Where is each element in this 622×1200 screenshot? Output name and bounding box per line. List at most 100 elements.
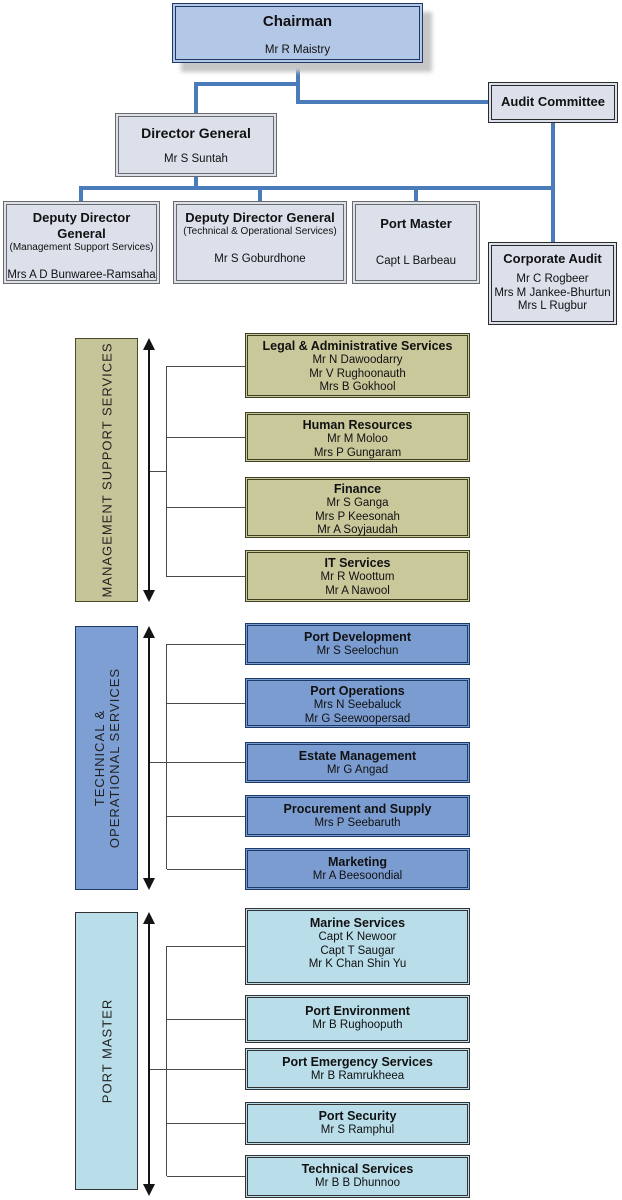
node-port-environment: Port Environment Mr B Rughooputh: [245, 995, 470, 1043]
arrow-down-icon: [143, 1184, 155, 1196]
node-port-operations: Port Operations Mrs N Seebaluck Mr G See…: [245, 678, 470, 728]
node-title: Director General: [141, 125, 251, 141]
node-title: Corporate Audit: [503, 251, 602, 266]
node-corporate-audit: Corporate Audit Mr C Rogbeer Mrs M Janke…: [488, 242, 617, 325]
node-title: Chairman: [262, 13, 333, 30]
node-marketing: Marketing Mr A Beesoondial: [245, 848, 470, 890]
node-person: Mr A Beesoondial: [312, 870, 403, 882]
section2-branch-2: [167, 762, 245, 763]
section1-branch-1: [167, 437, 245, 438]
node-human-resources: Human Resources Mr M Moloo Mrs P Gungara…: [245, 412, 470, 462]
node-title: Port Security: [318, 1109, 397, 1123]
node-title: Human Resources: [302, 418, 413, 432]
section-label-management-support-services: MANAGEMENT SUPPORT SERVICES: [75, 338, 138, 602]
node-person: Mr S Ganga: [326, 497, 389, 509]
node-title: IT Services: [324, 556, 391, 570]
connector-drop-port-master: [414, 186, 418, 201]
node-person: Mr S Seelochun: [316, 645, 399, 657]
section2-branch-4: [167, 869, 245, 870]
node-port-master: Port Master Capt L Barbeau: [352, 201, 480, 284]
node-person: Mrs M Jankee-Bhurtun: [494, 286, 611, 299]
node-person: Mr N Dawoodarry: [312, 354, 403, 366]
section-label-text: PORT MASTER: [99, 998, 114, 1104]
node-title: Procurement and Supply: [283, 802, 432, 816]
node-person: Mr R Woottum: [320, 571, 395, 583]
section-label-technical-operational-services: TECHNICAL & OPERATIONAL SERVICES: [75, 626, 138, 890]
node-title: Estate Management: [298, 749, 417, 763]
node-deputy-dg-mss: Deputy Director General (Management Supp…: [3, 201, 160, 284]
connector-chairman-audit-horizontal: [296, 100, 488, 104]
node-technical-services: Technical Services Mr B B Dhunnoo: [245, 1155, 470, 1198]
node-title: Port Operations: [310, 684, 405, 698]
node-person: Mr M Moloo: [327, 433, 388, 445]
node-title: Port Master: [380, 216, 452, 231]
section2-stub: [150, 762, 167, 763]
node-title: Technical Services: [301, 1162, 414, 1176]
arrow-up-icon: [143, 912, 155, 924]
section1-branch-0: [167, 366, 245, 367]
section1-branch-2: [167, 507, 245, 508]
section3-branch-3: [167, 1123, 245, 1124]
node-port-development: Port Development Mr S Seelochun: [245, 623, 470, 665]
node-title: Marketing: [327, 855, 388, 869]
node-person: Mr S Goburdhone: [214, 253, 306, 265]
node-subtitle: (Management Support Services): [9, 242, 154, 253]
section-label-port-master: PORT MASTER: [75, 912, 138, 1190]
node-person: Mr R Maistry: [264, 44, 331, 56]
section3-stub: [150, 1069, 167, 1070]
node-person: Mr V Rughoonauth: [309, 367, 406, 380]
node-person: Mrs L Rugbur: [517, 300, 588, 312]
arrow-up-icon: [143, 626, 155, 638]
node-person: Capt K Newoor: [318, 931, 397, 943]
arrow-up-icon: [143, 338, 155, 350]
connector-audit-corporate-vertical: [551, 121, 555, 242]
section3-branch-4: [167, 1176, 245, 1177]
section2-span-arrow: [148, 637, 150, 879]
node-person: Mr S Suntah: [164, 153, 228, 165]
node-person: Mr B B Dhunnoo: [314, 1177, 400, 1189]
connector-dg-stem-bottom: [194, 177, 198, 189]
node-title: Deputy Director General: [32, 210, 131, 241]
node-estate-management: Estate Management Mr G Angad: [245, 742, 470, 783]
section-label-text: MANAGEMENT SUPPORT SERVICES: [99, 342, 114, 598]
arrow-down-icon: [143, 590, 155, 602]
section2-trunk: [166, 644, 167, 869]
section3-trunk: [166, 946, 167, 1176]
node-person: Mr A Nawool: [325, 584, 390, 597]
node-audit-committee: Audit Committee: [488, 82, 618, 123]
arrow-down-icon: [143, 878, 155, 890]
section2-branch-0: [167, 644, 245, 645]
node-procurement-and-supply: Procurement and Supply Mrs P Seebaruth: [245, 795, 470, 837]
node-it-services: IT Services Mr R Woottum Mr A Nawool: [245, 550, 470, 602]
section3-span-arrow: [148, 923, 150, 1185]
connector-row2-horizontal: [79, 186, 555, 190]
node-deputy-dg-tos: Deputy Director General (Technical & Ope…: [173, 201, 347, 284]
node-person: Mr C Rogbeer: [516, 273, 589, 285]
connector-drop-deputy-mss: [79, 186, 83, 201]
section3-branch-2: [167, 1069, 245, 1070]
node-subtitle: (Technical & Operational Services): [183, 226, 337, 237]
node-title: Finance: [333, 482, 382, 496]
node-marine-services: Marine Services Capt K Newoor Capt T Sau…: [245, 908, 470, 985]
node-person: Capt T Saugar: [320, 944, 395, 957]
node-title: Audit Committee: [501, 94, 605, 109]
node-person: Mrs B Gokhool: [319, 381, 396, 393]
node-title: Marine Services: [309, 916, 406, 930]
node-person: Mrs A D Bunwaree-Ramsaha: [7, 269, 156, 281]
connector-drop-deputy-tos: [258, 186, 262, 201]
node-person: Mr G Angad: [326, 764, 389, 776]
node-person: Capt L Barbeau: [375, 255, 457, 267]
section1-trunk: [166, 366, 167, 577]
node-legal-administrative-services: Legal & Administrative Services Mr N Daw…: [245, 333, 470, 398]
section2-branch-3: [167, 816, 245, 817]
node-person: Mr K Chan Shin Yu: [308, 958, 407, 970]
node-person: Mrs N Seebaluck: [313, 699, 402, 711]
node-director-general: Director General Mr S Suntah: [115, 113, 277, 177]
node-title: Legal & Administrative Services: [262, 339, 453, 353]
node-title: Port Emergency Services: [282, 1055, 433, 1069]
node-port-emergency-services: Port Emergency Services Mr B Ramrukheea: [245, 1048, 470, 1090]
node-title: Port Development: [304, 630, 411, 644]
node-title: Deputy Director General: [185, 210, 335, 225]
node-person: Mrs P Keesonah: [315, 510, 400, 523]
